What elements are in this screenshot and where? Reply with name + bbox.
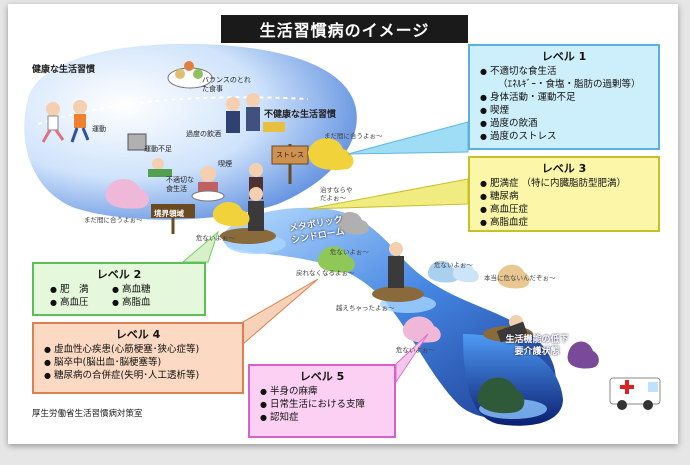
speech-7: 危ないよぉ～ [396,346,435,354]
diagram-card: 生活習慣病のイメージ 健康な生活習慣 不健康な生活習慣 バランスのとれた食事 運… [8,4,678,444]
level5-pointer [395,333,429,384]
level3-heading: レベル 3 [541,162,587,175]
unhealthy-lifestyle-label: 不健康な生活習慣 [264,110,337,120]
level5-heading: レベル 5 [299,370,345,383]
level1-item: 過度の飲酒 [480,117,658,130]
diagram-scene [24,43,661,426]
level3-list: 肥満症 （特に内臓脂肪型肥満）糖尿病高血圧症高脂血症 [470,177,658,229]
dark-green-blob [477,377,525,414]
jogging-woman-figure [41,102,65,143]
level4-pointer [242,278,319,346]
jogging-boy-figure [70,100,90,143]
level4-item: 虚血性心疾患(心筋梗塞･狭心症等) [44,343,242,356]
level4-item: 脳卒中(脳出血･脳梗塞等) [44,356,242,369]
yellow-blob-2 [212,201,250,227]
level2-heading: レベル 2 [96,268,142,281]
level3-item: 高脂血症 [480,216,658,229]
level2-item: 肥 満 [50,283,112,296]
level5-box: レベル 5 半身の麻痺日常生活における支障認知症 [248,364,396,438]
impaired-function-label: 生活機能の低下 要介護状態 [505,335,569,357]
lifestyle-cloud [24,43,357,220]
level2-item: 高脂血 [112,296,192,309]
border-sign-post [151,204,195,234]
exercise-label: 運動 [92,125,106,133]
speech-1: まだ間に合うよぉ～ [324,132,383,140]
speech-3: 危ないよぉ～ [196,234,235,242]
blue-blob-1 [427,260,460,283]
level5-item: 認知症 [260,411,394,424]
level1-list: 不適切な食生活（ｴﾈﾙｷﾞｰ・食塩・脂肪の過剰等）身体活動・運動不足喫煙過度の飲… [470,65,658,143]
level4-item: 糖尿病の合併症(失明･人工透析等) [44,369,242,382]
speech-6: 越えちゃったよぉ～ [336,304,395,312]
blue-blob-2 [452,263,479,283]
level5-list: 半身の麻痺日常生活における支障認知症 [250,385,394,424]
level1-item: 不適切な食生活 [480,65,658,78]
level1-item: 過度のストレス [480,130,658,143]
drinking-men-figure [226,93,285,133]
green-blob-1 [317,246,355,273]
purple-blob [567,341,599,369]
level1-item: 喫煙 [480,104,658,117]
level4-heading: レベル 4 [115,328,161,341]
source-label: 厚生労働省生活習慣病対策室 [32,409,143,419]
speech-4: 危ないよぉ～ [330,248,369,256]
ambulance-icon [609,377,661,410]
level3-item: 糖尿病 [480,190,658,203]
level2-item: 高血圧 [50,296,112,309]
dashed-boundary [37,96,309,125]
level5-item: 日常生活における支障 [260,398,394,411]
pink-blob-2 [402,316,441,343]
man-on-rock-1-figure [248,187,264,231]
page-title: 生活習慣病のイメージ [221,15,468,43]
tv-watcher-figure [127,133,172,177]
stress-sign-label: ストレス [276,151,304,159]
yellow-blob-1 [308,138,354,171]
excess-drinking-label: 過度の飲酒 [186,130,221,138]
level4-box: レベル 4 虚血性心疾患(心筋梗塞･狭心症等)脳卒中(脳出血･脳梗塞等)糖尿病の… [32,322,244,394]
healthy-lifestyle-label: 健康な生活習慣 [32,65,96,75]
rock-1 [220,228,276,244]
man-falling-figure [496,315,528,343]
level4-list: 虚血性心疾患(心筋梗塞･狭心症等)脳卒中(脳出血･脳梗塞等)糖尿病の合併症(失明… [34,343,242,382]
speech-10: 治すならやだよぉ～ [320,186,353,202]
level1-item: 身体活動・運動不足 [480,91,658,104]
pink-blob-1 [105,178,149,209]
speech-9: 危ないよぉ～ [434,261,473,269]
level3-item: 高血圧症 [480,203,658,216]
speech-2: まだ間に合うよぉ～ [84,216,143,224]
level1-item: （ｴﾈﾙｷﾞｰ・食塩・脂肪の過剰等） [498,79,641,90]
warning-sign-post [271,144,309,184]
balanced-meal-label: バランスのとれた食事 [202,76,251,93]
speech-8: 本当に危ないんだぞぉ～ [484,274,556,282]
level5-item: 半身の麻痺 [260,385,394,398]
border-sign-label: 境界領域 [154,209,184,218]
level2-box: レベル 2 肥 満高血糖高血圧高脂血 [32,262,206,316]
level3-box: レベル 3 肥満症 （特に内臓脂肪型肥満）糖尿病高血圧症高脂血症 [468,156,660,232]
gray-blob-1 [337,211,369,235]
level1-heading: レベル 1 [541,50,587,63]
level2-item: 高血糖 [112,283,192,296]
smoking-label: 喫煙 [218,160,232,168]
level2-list: 肥 満高血糖高血圧高脂血 [34,283,204,309]
man-on-rock-2-figure [388,242,404,288]
balanced-meal-figure [167,61,213,89]
level1-box: レベル 1 不適切な食生活（ｴﾈﾙｷﾞｰ・食塩・脂肪の過剰等）身体活動・運動不足… [468,44,660,150]
lack-of-exercise-label: 運動不足 [144,145,172,153]
speech-5: 戻れなくなるよぉ～ [296,269,355,277]
level3-item: 肥満症 （特に内臓脂肪型肥満） [480,177,658,190]
rock-2 [372,286,424,302]
eater-figure [191,166,225,202]
tan-blob-1 [497,264,530,289]
unhealthy-diet-label: 不適切な食生活 [166,176,194,193]
